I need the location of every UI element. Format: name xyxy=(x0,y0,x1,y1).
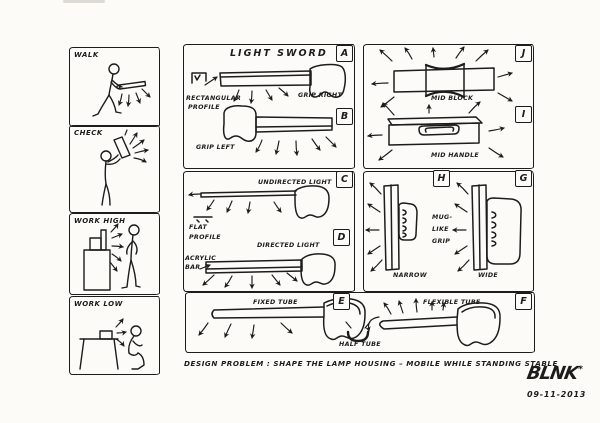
check-scenario-panel: CHECK xyxy=(69,125,160,213)
panel-letter-f: F xyxy=(515,293,532,310)
date-text: 09-11-2013 xyxy=(527,390,587,399)
design-problem-text: DESIGN PROBLEM : SHAPE THE LAMP HOUSING … xyxy=(184,359,558,368)
tube-variants-sketch xyxy=(198,297,501,347)
work-low-label: WORK LOW xyxy=(74,300,123,308)
narrow-label: NARROW xyxy=(393,272,427,279)
wide-label: WIDE xyxy=(478,272,499,279)
mid-handle-label: MID HANDLE xyxy=(431,152,479,159)
flat-profile-label-2: PROFILE xyxy=(189,234,221,241)
panel-letter-b: B xyxy=(336,108,353,125)
undirected-light-label: UNDIRECTED LIGHT xyxy=(258,179,332,186)
flat-profile-label-1: FLAT xyxy=(189,224,208,231)
walk-scenario-panel: WALK xyxy=(69,47,160,127)
panel-letter-i: I xyxy=(515,106,532,123)
light-direction-sketch xyxy=(188,185,336,289)
half-tube-label: HALF TUBE xyxy=(339,341,381,348)
acrylic-bar-label-1: ACRYLIC xyxy=(185,255,217,262)
mid-carry-sketch xyxy=(367,46,513,161)
signature: BLNK* xyxy=(525,363,583,384)
mid-carry-panel: MID BLOCK MID HANDLE xyxy=(363,44,534,169)
sword-grips-sketch xyxy=(191,63,347,156)
work-low-figure-sketch xyxy=(79,318,145,370)
flexible-tube-label: FLEXIBLE TUBE xyxy=(423,299,481,306)
work-low-scenario-panel: WORK LOW xyxy=(69,296,160,375)
fixed-tube-label: FIXED TUBE xyxy=(253,299,298,306)
check-label: CHECK xyxy=(74,129,103,137)
mug-like-grip-label-1: MUG- xyxy=(432,214,453,221)
mug-grip-panel: NARROW WIDE MUG- LIKE GRIP xyxy=(363,171,534,292)
panel-letter-e: E xyxy=(333,293,350,310)
mug-grip-sketch xyxy=(365,182,522,272)
panel-letter-c: C xyxy=(336,171,353,188)
checking-figure-sketch xyxy=(100,129,149,206)
walk-label: WALK xyxy=(74,51,99,59)
light-sword-title: LIGHT SWORD xyxy=(230,48,328,59)
work-high-scenario-panel: WORK HIGH xyxy=(69,213,160,295)
panel-letter-a: A xyxy=(336,45,353,62)
mid-block-label: MID BLOCK xyxy=(431,95,474,102)
signature-text: BLNK xyxy=(525,363,580,384)
acrylic-bar-label-2: BAR xyxy=(185,264,201,271)
rectangular-profile-label-2: PROFILE xyxy=(188,104,220,111)
signature-mark: * xyxy=(577,365,583,375)
panel-letter-h: H xyxy=(433,170,450,187)
rectangular-profile-label-1: RECTANGULAR xyxy=(186,95,242,102)
scan-smudge xyxy=(63,0,105,3)
directed-light-label: DIRECTED LIGHT xyxy=(257,242,320,249)
panel-letter-d: D xyxy=(333,229,350,246)
mug-like-grip-label-3: GRIP xyxy=(432,238,451,245)
grip-left-label: GRIP LEFT xyxy=(196,144,235,151)
light-direction-panel: UNDIRECTED LIGHT FLAT PROFILE DIRECTED L… xyxy=(183,171,355,292)
mug-like-grip-label-2: LIKE xyxy=(432,226,449,233)
work-high-label: WORK HIGH xyxy=(74,217,126,225)
light-sword-panel: LIGHT SWORD RECTANGULAR PROFILE GRIP RIG… xyxy=(183,44,355,169)
tube-panel: FIXED TUBE HALF TUBE FLEXIBLE TUBE xyxy=(185,292,535,353)
panel-letter-j: J xyxy=(515,45,532,62)
panel-letter-g: G xyxy=(515,170,532,187)
walking-figure-sketch xyxy=(92,63,151,117)
work-high-figure-sketch xyxy=(83,223,141,291)
